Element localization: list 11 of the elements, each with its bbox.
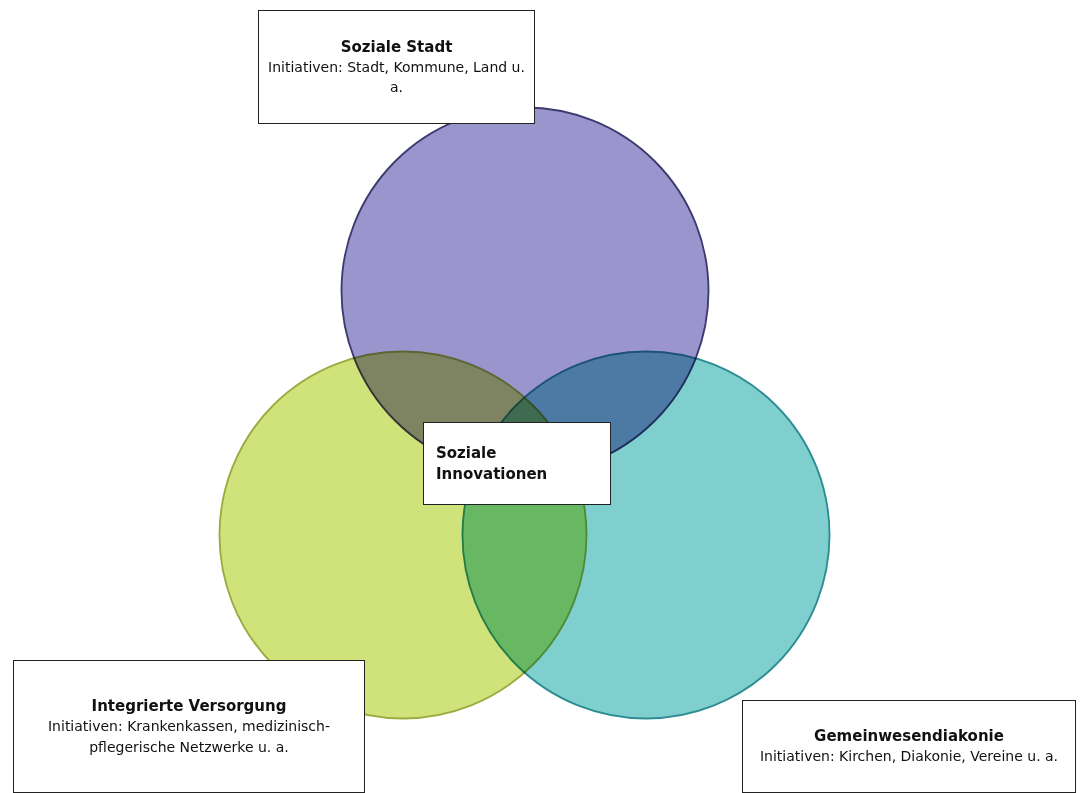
- description: Initiativen: Krankenkassen, medizinisch-pflegerische Netzwerke u. a.: [47, 717, 331, 757]
- heading: Gemeinwesendiakonie: [814, 726, 1004, 747]
- text-box: [258, 10, 535, 124]
- description: Initiativen: Kirchen, Diakonie, Vereine u. a.: [759, 747, 1059, 767]
- text-box: [423, 422, 611, 505]
- text-box: [13, 660, 365, 793]
- label: Soziale Innovationen: [436, 443, 549, 484]
- text-box: [742, 700, 1076, 793]
- description: Initiativen: Stadt, Kommune, Land u. a.: [267, 57, 526, 98]
- heading: Integrierte Versorgung: [91, 696, 287, 717]
- heading: Soziale Stadt: [340, 36, 453, 57]
